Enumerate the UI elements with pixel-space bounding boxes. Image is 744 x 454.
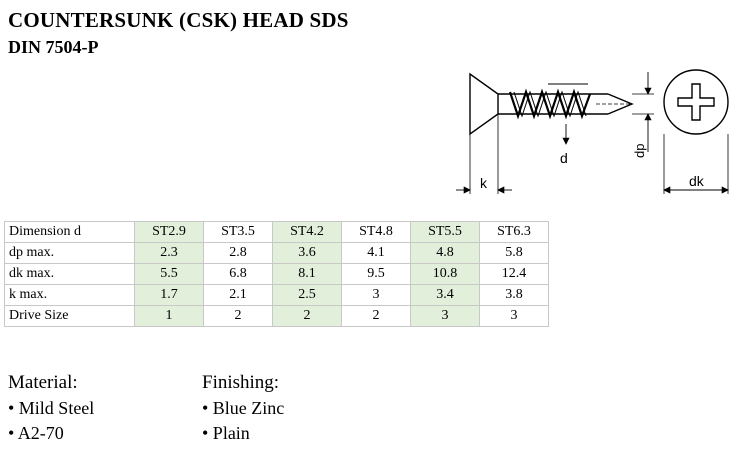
table-cell: 3 xyxy=(479,305,549,327)
row-label: dk max. xyxy=(4,263,135,285)
dimension-label-d: d xyxy=(560,150,568,166)
table-cell: 2 xyxy=(272,305,342,327)
dimension-label-dk: dk xyxy=(689,173,705,189)
screw-top-view xyxy=(663,69,729,194)
column-header: ST5.5 xyxy=(410,221,480,243)
table-cell: 1.7 xyxy=(134,284,204,306)
table-cell: 10.8 xyxy=(410,263,480,285)
screw-side-view xyxy=(456,72,654,194)
table-cell: 2 xyxy=(203,305,273,327)
table-cell: 6.8 xyxy=(203,263,273,285)
table-cell: 3 xyxy=(410,305,480,327)
row-label: dp max. xyxy=(4,242,135,264)
table-cell: 1 xyxy=(134,305,204,327)
page-subtitle: DIN 7504-P xyxy=(8,37,99,57)
dimension-label-dp: dp xyxy=(632,144,647,158)
table-row: dk max. 5.5 6.8 8.1 9.5 10.8 12.4 xyxy=(4,263,549,285)
table-row: Drive Size 1 2 2 2 3 3 xyxy=(4,305,549,327)
table-header-row: Dimension d ST2.9 ST3.5 ST4.2 ST4.8 ST5.… xyxy=(4,221,549,243)
table-cell: 2.5 xyxy=(272,284,342,306)
table-cell: 5.8 xyxy=(479,242,549,264)
column-header: ST3.5 xyxy=(203,221,273,243)
list-item: • Blue Zinc xyxy=(202,398,285,418)
table-cell: 4.1 xyxy=(341,242,411,264)
material-section: Material: • Mild Steel • A2-70 xyxy=(8,370,94,446)
table-cell: 9.5 xyxy=(341,263,411,285)
screw-drawing: k d dp dk xyxy=(456,69,729,194)
finishing-heading: Finishing: xyxy=(202,372,280,393)
material-heading: Material: xyxy=(8,372,78,393)
table-cell: 8.1 xyxy=(272,263,342,285)
finishing-section: Finishing: • Blue Zinc • Plain xyxy=(202,370,284,446)
row-label: k max. xyxy=(4,284,135,306)
dimension-label-k: k xyxy=(480,175,488,191)
column-header: ST4.2 xyxy=(272,221,342,243)
list-item: • Mild Steel xyxy=(8,398,95,418)
table-cell: 5.5 xyxy=(134,263,204,285)
table-row: dp max. 2.3 2.8 3.6 4.1 4.8 5.8 xyxy=(4,242,549,264)
dimension-table: Dimension d ST2.9 ST3.5 ST4.2 ST4.8 ST5.… xyxy=(4,221,549,327)
row-label: Drive Size xyxy=(4,305,135,327)
page-title: COUNTERSUNK (CSK) HEAD SDS xyxy=(8,8,349,32)
table-cell: 2.3 xyxy=(134,242,204,264)
list-item: • A2-70 xyxy=(8,423,64,443)
table-cell: 3.4 xyxy=(410,284,480,306)
table-cell: 3.8 xyxy=(479,284,549,306)
list-item: • Plain xyxy=(202,423,250,443)
table-cell: 4.8 xyxy=(410,242,480,264)
column-header: ST2.9 xyxy=(134,221,204,243)
column-header: ST6.3 xyxy=(479,221,549,243)
table-cell: 12.4 xyxy=(479,263,549,285)
table-row: k max. 1.7 2.1 2.5 3 3.4 3.8 xyxy=(4,284,549,306)
table-cell: 3 xyxy=(341,284,411,306)
table-cell: 2.8 xyxy=(203,242,273,264)
table-corner-cell: Dimension d xyxy=(4,221,135,243)
table-cell: 2.1 xyxy=(203,284,273,306)
column-header: ST4.8 xyxy=(341,221,411,243)
table-cell: 2 xyxy=(341,305,411,327)
table-cell: 3.6 xyxy=(272,242,342,264)
